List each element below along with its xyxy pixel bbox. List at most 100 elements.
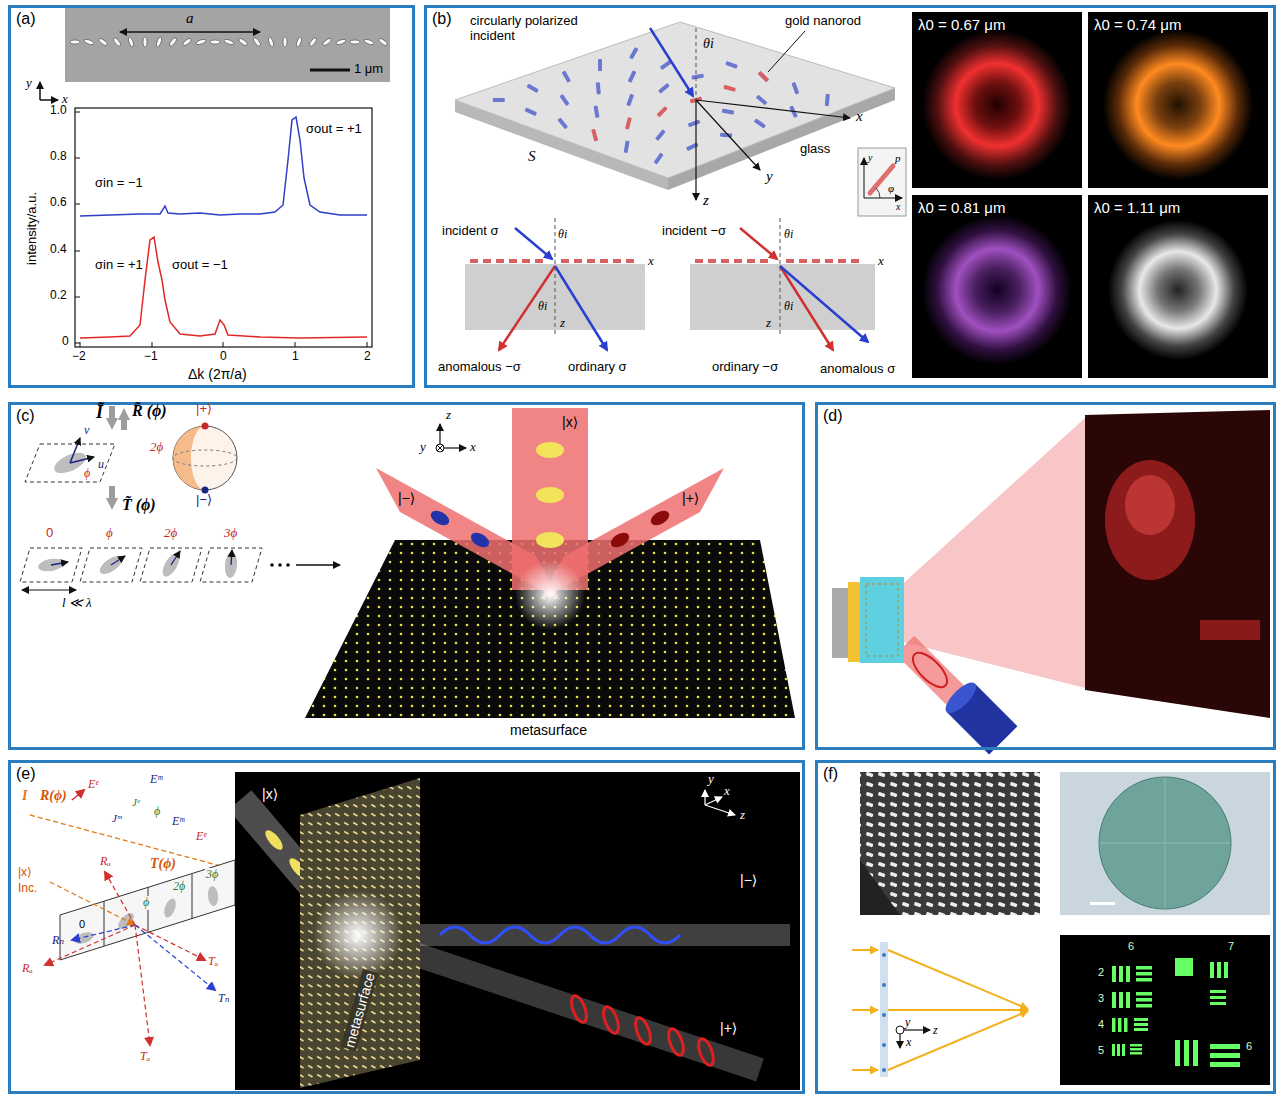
- panel-c-schematic: [111, 556, 125, 565]
- panel-b-rings: [912, 12, 1082, 188]
- panel-b-slab: [722, 109, 735, 115]
- panel-b-slab: [629, 47, 638, 59]
- panel-e-schematic: [30, 790, 235, 1045]
- figure-label: y: [26, 76, 32, 91]
- panel-b-refraction: [626, 259, 634, 263]
- figure-label: Ĩ: [96, 402, 103, 423]
- panel-a-sem: [224, 39, 235, 46]
- panel-e-metasurface: [262, 828, 285, 853]
- panel-f-images: [1210, 990, 1226, 993]
- figure-label: 0: [62, 335, 69, 349]
- panel-a-plot: [75, 158, 80, 159]
- figure-label: θi: [703, 36, 714, 52]
- figure-label: z: [703, 192, 709, 209]
- panel-c-schematic: [22, 590, 76, 591]
- panel-c-schematic: [200, 548, 262, 582]
- panel-c-metasurface: [468, 530, 491, 550]
- panel-f-images: [1117, 1044, 1120, 1056]
- panel-c-metasurface: [608, 530, 631, 550]
- panel-e-metasurface: [569, 994, 590, 1024]
- figure-label: 0.6: [50, 196, 67, 210]
- figure-label: ordinary σ: [568, 360, 627, 375]
- figure-label: 3ϕ: [205, 868, 219, 882]
- panel-f-images: [1136, 978, 1152, 982]
- panel-f-images: [882, 1013, 886, 1017]
- panel-b-refraction: [561, 259, 569, 263]
- figure-label: z: [933, 1024, 938, 1038]
- figure-panel: (f): [815, 760, 1276, 1094]
- figure-label: z: [560, 316, 565, 331]
- figure-label: −2: [72, 350, 86, 364]
- panel-a-sem: [40, 8, 390, 100]
- panel-b-slab: [526, 84, 538, 93]
- panel-b-refraction: [825, 259, 833, 263]
- panel-f-images: [1210, 1002, 1226, 1005]
- figure-label: anomalous −σ: [438, 360, 521, 375]
- panel-f-images: [1210, 1044, 1240, 1049]
- figure-label: λ0 = 1.11 μm: [1094, 199, 1180, 216]
- panel-e-metasurface: [235, 772, 800, 1090]
- panel-e-schematic: [45, 925, 135, 965]
- panel-b-refraction: [780, 266, 833, 350]
- panel-b-slab: [696, 100, 760, 170]
- figure-label: Tₙ: [218, 992, 230, 1006]
- panel-b-refraction: [838, 259, 846, 263]
- panel-c-schematic: [159, 551, 182, 580]
- figure-label: |+⟩: [196, 402, 212, 417]
- panel-e-metasurface: [358, 924, 790, 946]
- figure-label: u: [98, 458, 104, 472]
- panel-b-refraction: [555, 218, 556, 335]
- panel-a-plot: [75, 343, 80, 344]
- panel-b-rings: [922, 215, 1072, 365]
- panel-c-schematic: [20, 548, 82, 582]
- panel-f-images: [1126, 992, 1130, 1008]
- panel-d-hologram: [866, 584, 898, 656]
- panel-a-sem: [283, 37, 287, 47]
- panel-e-schematic: [105, 872, 135, 925]
- figure-label: S: [528, 148, 536, 165]
- panel-f-images: [1175, 1040, 1180, 1066]
- panel-e-schematic: [207, 886, 219, 907]
- figure-label: 2: [1098, 966, 1104, 979]
- panel-b-refraction: [721, 259, 729, 263]
- panel-b-slab: [562, 70, 571, 82]
- panel-c-schematic: [70, 457, 94, 463]
- panel-b-slab: [756, 95, 768, 106]
- figure-label: x: [856, 108, 863, 125]
- panel-b-slab: [525, 107, 538, 116]
- panel-a-sem: [336, 39, 347, 46]
- panel-b-slab: [768, 31, 805, 72]
- panel-b-rings: [1108, 220, 1248, 360]
- panel-c-schematic: [51, 562, 68, 565]
- figure-panel: (d): [815, 402, 1276, 750]
- figure-label: incident σ: [442, 224, 498, 239]
- panel-f-images: [1124, 1018, 1128, 1032]
- panel-a-sem: [39, 82, 41, 100]
- panel-f-images: [1136, 1004, 1152, 1008]
- panel-a-plot: [75, 297, 80, 298]
- figure-label: θi: [558, 228, 567, 242]
- panel-b-slab: [688, 119, 701, 127]
- panel-a-sem: [364, 39, 375, 46]
- panel-b-slab: [650, 28, 693, 96]
- figure-label: Tₐ: [208, 955, 218, 969]
- figure-label: σout = −1: [172, 258, 228, 273]
- panel-b-slab: [691, 74, 704, 80]
- panel-f-images: [1136, 992, 1152, 996]
- figure-label: 0: [46, 526, 53, 541]
- figure-label: 0: [220, 350, 227, 364]
- figure-panel: (c): [8, 402, 805, 750]
- figure-label: Eᵐ: [172, 815, 184, 829]
- panel-e-schematic: [135, 925, 215, 990]
- panel-b-slab: [455, 22, 906, 216]
- panel-b-slab: [655, 129, 666, 141]
- panel-a-sem: [40, 99, 58, 101]
- panel-e-metasurface: [300, 778, 420, 1088]
- panel-c-schematic: [109, 486, 115, 500]
- panel-a-plot: [75, 251, 80, 252]
- panel-b-refraction: [515, 228, 552, 259]
- panel-b-refraction: [786, 259, 794, 263]
- panel-c-schematic: [270, 563, 274, 567]
- figure-label: 0: [78, 918, 86, 931]
- figure-label: Rₙ: [52, 934, 64, 948]
